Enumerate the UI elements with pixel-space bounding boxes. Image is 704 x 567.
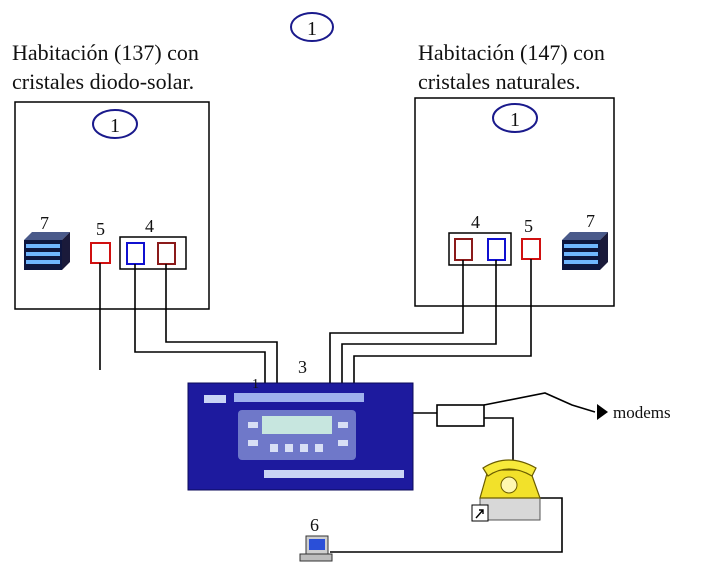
controller-label: 3 [298, 357, 307, 377]
controller-lcd [262, 416, 332, 434]
room-left-blue-sensor [126, 242, 145, 265]
cooler-icon [24, 232, 70, 270]
room-right-marker: 1 [492, 103, 538, 133]
room-left-title-line2: cristales diodo-solar. [12, 69, 194, 94]
room-right-cooler-label: 7 [586, 211, 595, 231]
computer-icon [299, 535, 333, 562]
telephone-icon [471, 459, 541, 522]
room-left-sensor-label: 5 [96, 219, 105, 239]
room-right-brown-sensor [454, 238, 473, 261]
room-left-marker: 1 [92, 109, 138, 139]
top-marker: 1 [290, 12, 334, 42]
controller-device [187, 382, 414, 491]
room-left-title-line1: Habitación (137) con [12, 40, 199, 65]
room-right-title-line1: Habitación (147) con [418, 40, 605, 65]
room-left-box [14, 101, 210, 310]
modem-box [436, 404, 485, 427]
room-left-group-label: 4 [145, 216, 154, 236]
room-left-marker-text: 1 [110, 115, 120, 137]
room-right-group-label: 4 [471, 212, 480, 232]
computer-label: 6 [310, 515, 319, 535]
modems-label: modems [613, 403, 671, 422]
cooler-icon [562, 232, 608, 270]
room-right-blue-sensor [487, 238, 506, 261]
room-right-sensor [521, 238, 541, 260]
room-right-sensor-label: 5 [524, 216, 533, 236]
room-left-brown-sensor [157, 242, 176, 265]
room-left-sensor [90, 242, 111, 264]
top-marker-text: 1 [307, 18, 317, 40]
wiring [99, 259, 596, 553]
room-right-marker-text: 1 [510, 109, 520, 131]
room-left-cooler-label: 7 [40, 213, 49, 233]
room-right-title-line2: cristales naturales. [418, 69, 581, 94]
controller-line-label: 1 [252, 377, 259, 392]
arrow-icon [597, 404, 608, 420]
